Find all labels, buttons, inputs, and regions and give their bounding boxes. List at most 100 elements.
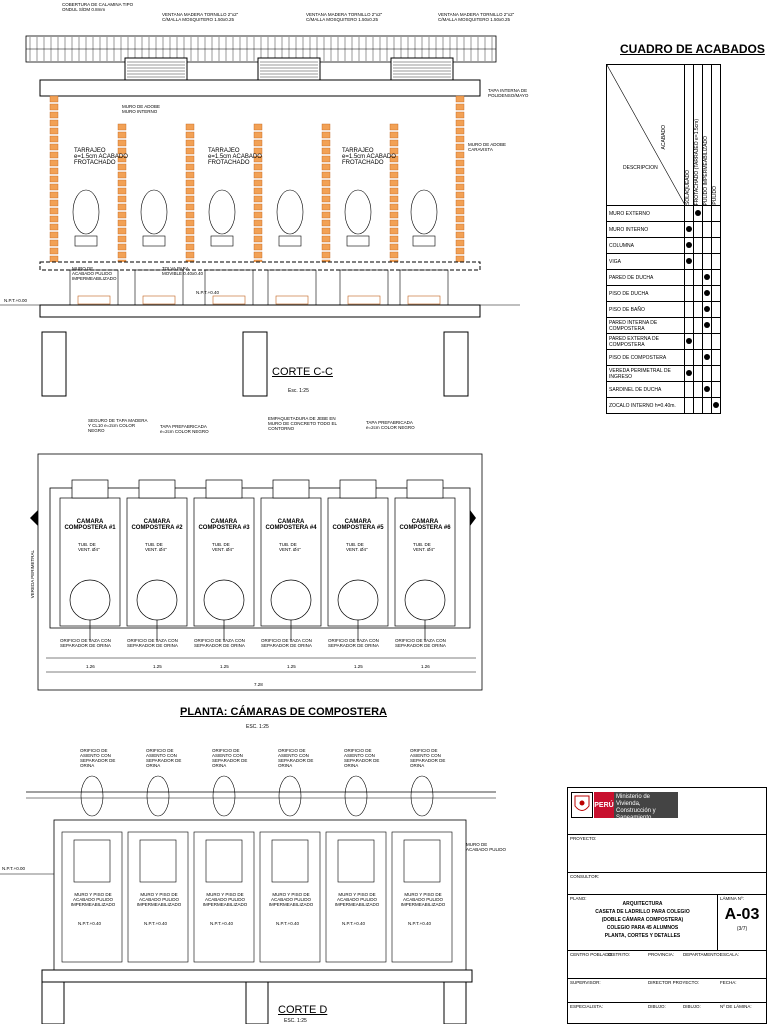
finish-cell	[711, 397, 721, 414]
toilet-icon	[72, 189, 100, 247]
section-d-wall-label: MURO Y PISO DE ACABADO PULIDO IMPERMEABI…	[334, 892, 380, 907]
orifice-label: ORIFICIO DE TAZA CON SEPARADOR DE ORINA	[395, 638, 446, 648]
plan-side-label: VEREDA PERIMETRAL	[30, 550, 35, 599]
finish-cell	[693, 381, 703, 398]
field-especialista: ESPECIALISTA:	[570, 1004, 603, 1009]
finish-cell	[684, 397, 694, 414]
finish-row-name: MURO INTERNO	[606, 221, 685, 238]
window-3	[390, 57, 454, 81]
finish-row: PARED INTERNA DE COMPOSTERA	[606, 317, 721, 334]
finish-row: PISO DE DUCHA	[606, 285, 721, 302]
plan-top-label-1: SEGURO DE TAPA MADERA Y CL10 e=2cm COLOR…	[88, 418, 148, 433]
vent-hopper	[275, 295, 309, 305]
plan-dim: 1.25	[220, 664, 229, 669]
section-d-level-label: N.P.T.+0.40	[210, 921, 234, 926]
finish-bullet-icon	[686, 337, 692, 344]
col-pulido: PULIDO	[712, 186, 718, 205]
consultor-label: CONSULTOR:	[570, 874, 600, 879]
finish-cell	[711, 333, 721, 350]
finish-cell	[702, 349, 712, 366]
finish-row: MURO EXTERNO	[606, 205, 721, 222]
header-descripcion: DESCRIPCION	[623, 165, 658, 171]
label-inner-wall: MURO DE ADOBE MURO INTERNO	[122, 104, 161, 114]
compost-chamber	[260, 479, 322, 642]
compost-chamber	[394, 479, 456, 642]
ministry-name: Ministerio de Vivienda, Construcción y S…	[614, 792, 678, 821]
plan-total-dim: 7.28	[254, 682, 263, 687]
label-polished-wall: MURO DE ACABADO PULIDO IMPERMEABILIZADO	[72, 266, 117, 281]
finish-bullet-icon	[695, 209, 701, 216]
section-cc-svg	[0, 35, 520, 397]
vent-hopper	[77, 295, 111, 305]
label-inner-cover: TAPA INTERNA DE POLIDENSO/MAYO	[488, 88, 529, 98]
finish-cell	[693, 253, 703, 270]
brick-column	[185, 123, 195, 267]
field-provincia: PROVINCIA:	[648, 952, 675, 957]
finish-row-name: PARED DE DUCHA	[606, 269, 685, 286]
finish-row: PARED DE DUCHA	[606, 269, 721, 286]
vent-hopper	[212, 295, 246, 305]
plan-dim: 1.26	[86, 664, 95, 669]
plan-dim: 1.25	[153, 664, 162, 669]
finish-cell	[684, 221, 694, 238]
lamina-label: LÁMINA Nº:	[720, 896, 744, 901]
vent-tube-label: TUB. DE VENT. Ø4"	[346, 542, 368, 552]
finish-row: VEREDA PERIMETRAL DE INGRESO	[606, 365, 721, 382]
section-marker-left	[30, 510, 38, 526]
finish-cell	[702, 269, 712, 286]
finish-cell	[684, 205, 694, 222]
vent-tube-label: TUB. DE VENT. Ø4"	[413, 542, 435, 552]
finish-cell	[711, 285, 721, 302]
section-d-drawing	[0, 740, 520, 1025]
vent-tube-label: TUB. DE VENT. Ø4"	[212, 542, 234, 552]
plan-scale: ESC. 1:25	[246, 724, 269, 730]
orifice-label: ORIFICIO DE TAZA CON SEPARADOR DE ORINA	[261, 638, 312, 648]
toilet-icon	[344, 189, 372, 247]
section-d-chamber	[391, 775, 453, 963]
window-1	[124, 57, 188, 81]
lower-chamber	[69, 269, 119, 306]
finish-cell	[693, 365, 703, 382]
proyecto-label: PROYECTO:	[570, 836, 597, 841]
finish-cell	[702, 397, 712, 414]
chamber-label: CAMARA COMPOSTERA #1	[64, 519, 116, 531]
orifice-label: ORIFICIO DE TAZA CON SEPARADOR DE ORINA	[194, 638, 245, 648]
finish-bullet-icon	[704, 273, 710, 280]
finish-cell	[684, 301, 694, 318]
label-exposed-wall: MURO DE ADOBE CARAVISTA	[468, 142, 507, 152]
top-beam	[39, 79, 481, 97]
section-d-chamber	[259, 775, 321, 963]
finish-row: PISO DE BAÑO	[606, 301, 721, 318]
finish-cell	[693, 285, 703, 302]
section-d-orifice-label: ORIFICIO DE ASIENTO CON SEPARADOR DE ORI…	[344, 748, 380, 768]
finish-cell	[711, 221, 721, 238]
label-level-0: N.P.T.+0.00	[4, 298, 28, 303]
title-block: PERÚ Ministerio de Vivienda, Construcció…	[567, 787, 767, 1024]
section-d-footing-mid	[245, 981, 269, 1025]
plan-title: PLANTA: CÁMARAS DE COMPOSTERA	[180, 706, 387, 718]
finish-cell	[684, 237, 694, 254]
section-d-orifice-label: ORIFICIO DE ASIENTO CON SEPARADOR DE ORI…	[212, 748, 248, 768]
section-d-wall-label: MURO Y PISO DE ACABADO PULIDO IMPERMEABI…	[136, 892, 182, 907]
col-solaqueado: SOLAQUEADO	[685, 169, 691, 205]
plano-line-4: COLEGIO PARA 45 ALUMNOS	[606, 925, 679, 931]
compost-chamber	[126, 479, 188, 642]
finish-row: SARDINEL DE DUCHA	[606, 381, 721, 398]
chamber-label: CAMARA COMPOSTERA #2	[131, 519, 183, 531]
finish-bullet-icon	[704, 289, 710, 296]
finish-bullet-icon	[686, 225, 692, 232]
sheet-number: A-03	[724, 906, 760, 923]
plan-dim: 1.26	[421, 664, 430, 669]
footing-left	[41, 331, 67, 397]
brick-column	[117, 123, 127, 267]
brick-column	[49, 95, 59, 263]
finish-cell	[684, 349, 694, 366]
field-dibujo-1: DIBUJO:	[648, 1004, 666, 1009]
plano-line-1: ARQUITECTURA	[622, 901, 663, 907]
label-roof: COBERTURA DE CALAMINA TIPO ONDUL S/DM 0.…	[62, 2, 134, 12]
field-fecha: FECHA:	[720, 980, 737, 985]
finish-cell	[693, 317, 703, 334]
section-d-scale: ESC. 1:25	[284, 1018, 307, 1024]
finish-row-name: PARED INTERNA DE COMPOSTERA	[606, 317, 685, 334]
section-d-orifice-label: ORIFICIO DE ASIENTO CON SEPARADOR DE ORI…	[278, 748, 314, 768]
